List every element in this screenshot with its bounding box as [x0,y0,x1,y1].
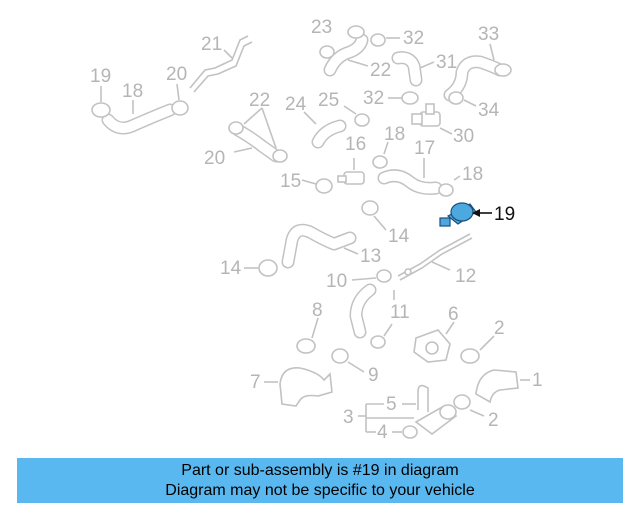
label-24: 20 [166,64,187,85]
label-15: 15 [280,171,301,192]
label-14-upper: 14 [388,226,410,247]
label-34: 34 [478,100,500,121]
part-26-hose [323,33,369,77]
part-8-clamp [296,338,316,354]
part-14-clamp-upper [361,200,379,216]
label-9: 9 [368,365,379,386]
label-6: 6 [448,304,459,325]
part-16-fitting [337,171,365,185]
part-11-clamp [370,335,386,349]
part-24-clamp [171,100,189,116]
label-11: 11 [390,302,410,323]
label-7: 7 [250,372,261,393]
part-5-pipe [417,384,429,412]
label-16: 16 [345,134,366,155]
label-5: 5 [386,394,397,415]
label-30: 30 [453,126,474,147]
label-29: 25 [318,90,339,111]
label-10: 10 [326,271,347,292]
part-2-clamp-upper [460,348,480,364]
part-6-housing [413,329,451,363]
part-12-pipe [397,233,473,281]
label-26: 22 [370,60,391,81]
part-1-hose [475,369,519,404]
part-17-hose [377,169,443,195]
part-25-pipe [189,35,253,93]
banner-line-2: Diagram may not be specific to your vehi… [165,482,475,499]
label-23: 19 [90,66,111,87]
label-32-top: 32 [403,28,424,49]
part-23-clamp [91,102,111,118]
label-14-lower: 14 [220,258,242,279]
parts-diagram: 19 18 20 21 23 32 22 31 33 34 32 24 [90,17,543,443]
label-2-lower: 2 [488,410,499,431]
part-32-clamp-top [370,33,386,47]
label-13: 13 [360,246,381,267]
banner-line-1: Part or sub-assembly is #19 in diagram [181,462,459,479]
label-21: 22 [249,90,270,111]
part-21-clamp-a [228,121,244,135]
label-18-right: 18 [462,164,483,185]
label-19: 19 [494,204,515,225]
label-2-upper: 2 [494,318,505,339]
part-2-clamp-lower [453,394,471,410]
part-34-clamp [448,91,464,105]
label-17: 17 [414,138,435,159]
info-banner: Part or sub-assembly is #19 in diagram D… [17,458,623,503]
part-30-fitting [411,103,441,127]
label-25: 21 [201,34,222,55]
label-4: 4 [377,422,388,443]
label-1: 1 [532,370,543,391]
part-18-clamp-right [438,183,454,197]
part-10-clamp [376,269,392,283]
part-3-housing [414,404,458,435]
label-33: 33 [478,24,499,45]
label-12: 12 [455,266,476,287]
part-27-clamp [347,25,365,39]
part-19-highlight [439,202,477,227]
part-28-hose [311,119,347,149]
label-3: 3 [343,407,354,428]
label-28: 24 [285,94,307,115]
part-29-clamp [354,113,370,127]
label-18-top: 18 [384,124,405,145]
part-21-clamp-b [272,149,288,163]
part-14-clamp-lower [258,259,278,277]
label-27: 23 [311,17,332,38]
part-33-hose [443,55,507,102]
label-32-mid: 32 [363,88,384,109]
label-22: 18 [122,81,143,102]
label-31: 31 [436,52,457,73]
part-13-hose [281,223,357,269]
part-22-hose [101,103,177,135]
part-4-oring [402,425,418,439]
part-9-clamp [331,348,349,364]
part-31-hose [391,51,423,87]
part-18-clamp-top [372,155,388,169]
part-7-hose [279,367,333,407]
label-8: 8 [312,300,323,321]
label-20: 20 [204,148,225,169]
part-10-hose [349,283,377,339]
part-15-clamp [315,178,333,194]
part-32-clamp-mid [401,91,419,105]
